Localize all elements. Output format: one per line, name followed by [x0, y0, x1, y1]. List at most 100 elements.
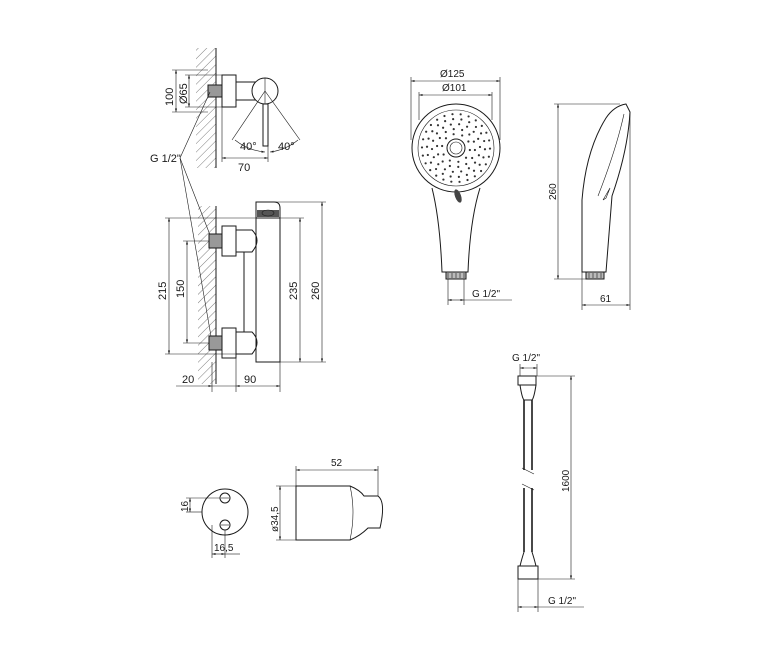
nozzle-dot — [488, 147, 492, 150]
mixer-side-view: 40° 40° Ø65 100 70 G 1/2" — [150, 48, 301, 343]
diameter-101-label: Ø101 — [442, 83, 467, 94]
nozzle-dot — [467, 115, 470, 118]
nozzle-dot — [452, 133, 455, 136]
nozzle-dot — [457, 165, 460, 168]
nozzle-dot — [449, 123, 452, 126]
nozzle-dot — [461, 128, 464, 132]
nozzle-dot — [488, 139, 491, 142]
nozzle-dot — [459, 113, 462, 116]
nozzle-dot — [430, 147, 434, 151]
shower-head-inner — [417, 109, 495, 187]
hose-length-1600-label: 1600 — [561, 469, 572, 492]
nozzle-dot — [429, 161, 433, 164]
hand-shower-side-view: 260 61 — [548, 103, 631, 310]
nozzle-dot — [436, 124, 440, 127]
nozzle-dot — [441, 172, 444, 175]
nozzle-dot — [472, 140, 475, 143]
dimension-90-label: 90 — [244, 374, 256, 386]
nozzle-dot — [474, 119, 477, 122]
nozzle-dot — [468, 133, 471, 136]
nozzle-dot — [448, 164, 451, 168]
nozzle-dot — [473, 161, 477, 164]
nozzle-dot — [467, 167, 470, 170]
nozzle-dot — [427, 137, 430, 140]
hose-bottom-nut — [517, 565, 539, 580]
nozzle-dot — [432, 139, 435, 142]
nozzle-dot — [483, 148, 487, 151]
nozzle-dot — [487, 155, 490, 158]
shower-length-260-label: 260 — [548, 183, 559, 200]
nozzle-dot — [444, 130, 447, 134]
nozzle-dot — [474, 125, 478, 129]
nozzle-dot — [436, 118, 439, 121]
nozzle-dot — [479, 132, 483, 135]
nozzle-dot — [426, 153, 429, 157]
center-ring — [446, 138, 466, 158]
nozzle-dot — [472, 169, 476, 172]
shower-side-outline — [581, 103, 631, 273]
shower-hose: G 1/2" 1600 G 1/2" — [512, 353, 584, 612]
nozzle-dot — [472, 130, 475, 133]
mixer-cap — [257, 210, 279, 217]
nozzle-dot — [457, 175, 460, 178]
nozzle-dot — [484, 163, 487, 166]
nozzle-dot — [465, 162, 468, 166]
dimension-100-label: 100 — [164, 88, 176, 106]
nozzle-dot — [441, 160, 444, 163]
dimension-70-label: 70 — [238, 162, 250, 174]
wall-hatch-front — [198, 206, 216, 384]
nozzle-dot — [444, 120, 447, 123]
nozzle-dot — [451, 170, 454, 173]
wall-holder-side-view: ø34,5 52 — [270, 458, 384, 541]
hand-shower-front-view: Ø125 Ø101 G 1/2" — [410, 69, 512, 305]
holder-diameter-34-5-label: ø34,5 — [270, 506, 281, 532]
nozzle-dot — [424, 162, 427, 165]
nozzle-pattern — [420, 113, 492, 183]
nozzle-dot — [457, 160, 460, 163]
dimension-20-label: 20 — [182, 374, 194, 386]
nozzle-dot — [468, 121, 471, 124]
diameter-65-label: Ø65 — [178, 83, 190, 104]
nozzle-dot — [477, 154, 480, 157]
nozzle-dot — [441, 144, 444, 148]
hose-thread-top-label: G 1/2" — [512, 353, 540, 364]
dimension-260-label: 260 — [310, 282, 322, 300]
nozzle-dot — [451, 113, 454, 116]
nozzle-dot — [448, 159, 451, 162]
nozzle-dot — [482, 156, 485, 159]
nozzle-dot — [460, 118, 463, 121]
nozzle-dot — [460, 170, 463, 173]
nozzle-dot — [465, 173, 468, 176]
nozzle-dot — [444, 137, 448, 140]
nozzle-dot — [464, 156, 468, 159]
nozzle-dot — [442, 153, 445, 156]
nozzle-dot — [431, 130, 434, 133]
nozzle-dot — [466, 178, 469, 182]
dimension-150-label: 150 — [175, 280, 187, 298]
nozzle-dot — [429, 123, 433, 127]
thread-label-shower: G 1/2" — [472, 289, 500, 300]
nozzle-dot — [467, 140, 470, 143]
mixer-lever — [262, 103, 269, 147]
nozzle-dot — [478, 163, 481, 166]
nozzle-dot — [434, 167, 438, 171]
nozzle-dot — [452, 128, 455, 131]
nozzle-dot — [473, 148, 476, 152]
holder-dimension-16-label: 16 — [180, 500, 191, 512]
mixer-front-view: 215 150 235 260 20 90 — [157, 201, 326, 392]
nozzle-dot — [483, 139, 486, 143]
nozzle-dot — [425, 130, 428, 133]
nozzle-dot — [458, 123, 461, 126]
nozzle-dot — [485, 131, 488, 134]
nozzle-dot — [420, 146, 424, 149]
nozzle-dot — [436, 144, 439, 148]
holder-base-circle — [201, 488, 249, 536]
hose-thread-bottom-label: G 1/2" — [548, 596, 576, 607]
nozzle-dot — [468, 148, 471, 152]
nozzle-dot — [443, 168, 447, 171]
nozzle-dot — [479, 169, 483, 173]
wall-holder-front-view: 16 16,5 — [180, 488, 249, 558]
angle-left-label: 40° — [240, 141, 257, 153]
